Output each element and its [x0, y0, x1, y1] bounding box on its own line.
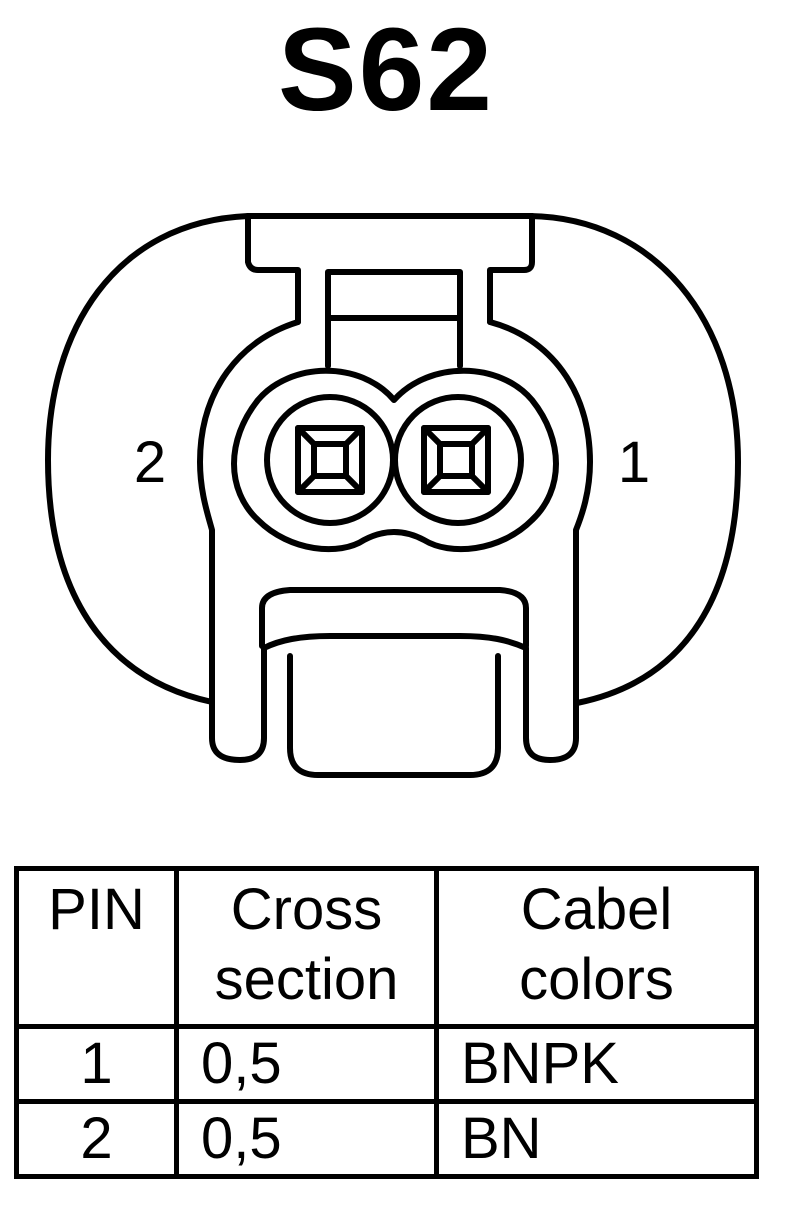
pin-cavity-surround: [231, 367, 559, 553]
table-header-row: PIN Cross section Cabel colors: [14, 866, 759, 1029]
pin-2-socket: [264, 394, 396, 526]
header-cable-colors-line1: Cabel: [520, 877, 673, 942]
pin-1-terminal: [421, 425, 491, 495]
connector-inner-body: [197, 319, 593, 763]
pin-assignment-table: PIN Cross section Cabel colors 1 0,5 BNP…: [14, 866, 759, 1179]
row-2-pin: 2: [14, 1099, 179, 1179]
header-pin-label: PIN: [48, 877, 145, 942]
header-pin: PIN: [14, 866, 179, 1029]
header-cross-section: Cross section: [174, 866, 439, 1029]
top-latch-tab: [245, 213, 535, 325]
row-1-cross-section: 0,5: [174, 1024, 439, 1104]
row-1-pin: 1: [14, 1024, 179, 1104]
connector-diagram: 2 1: [45, 213, 741, 778]
lower-tongue: [287, 653, 501, 778]
row-2-color: BN: [434, 1099, 759, 1179]
header-cross-section-line2: section: [214, 947, 399, 1012]
table-row: 1 0,5 BNPK: [14, 1024, 759, 1104]
connector-housing-outline: [45, 213, 741, 706]
header-cross-section-line1: Cross: [230, 877, 383, 942]
header-cable-colors-line2: colors: [519, 947, 674, 1012]
pin-2-terminal: [295, 425, 365, 495]
pin-1-socket: [392, 394, 524, 526]
connector-title: S62: [278, 4, 494, 136]
table-row: 2 0,5 BN: [14, 1099, 759, 1179]
pin-2-label: 2: [134, 430, 166, 495]
lock-bar: [259, 587, 529, 649]
row-2-cross-section: 0,5: [174, 1099, 439, 1179]
pin-1-label: 1: [618, 430, 650, 495]
header-cable-colors: Cabel colors: [434, 866, 759, 1029]
row-1-color: BNPK: [434, 1024, 759, 1104]
